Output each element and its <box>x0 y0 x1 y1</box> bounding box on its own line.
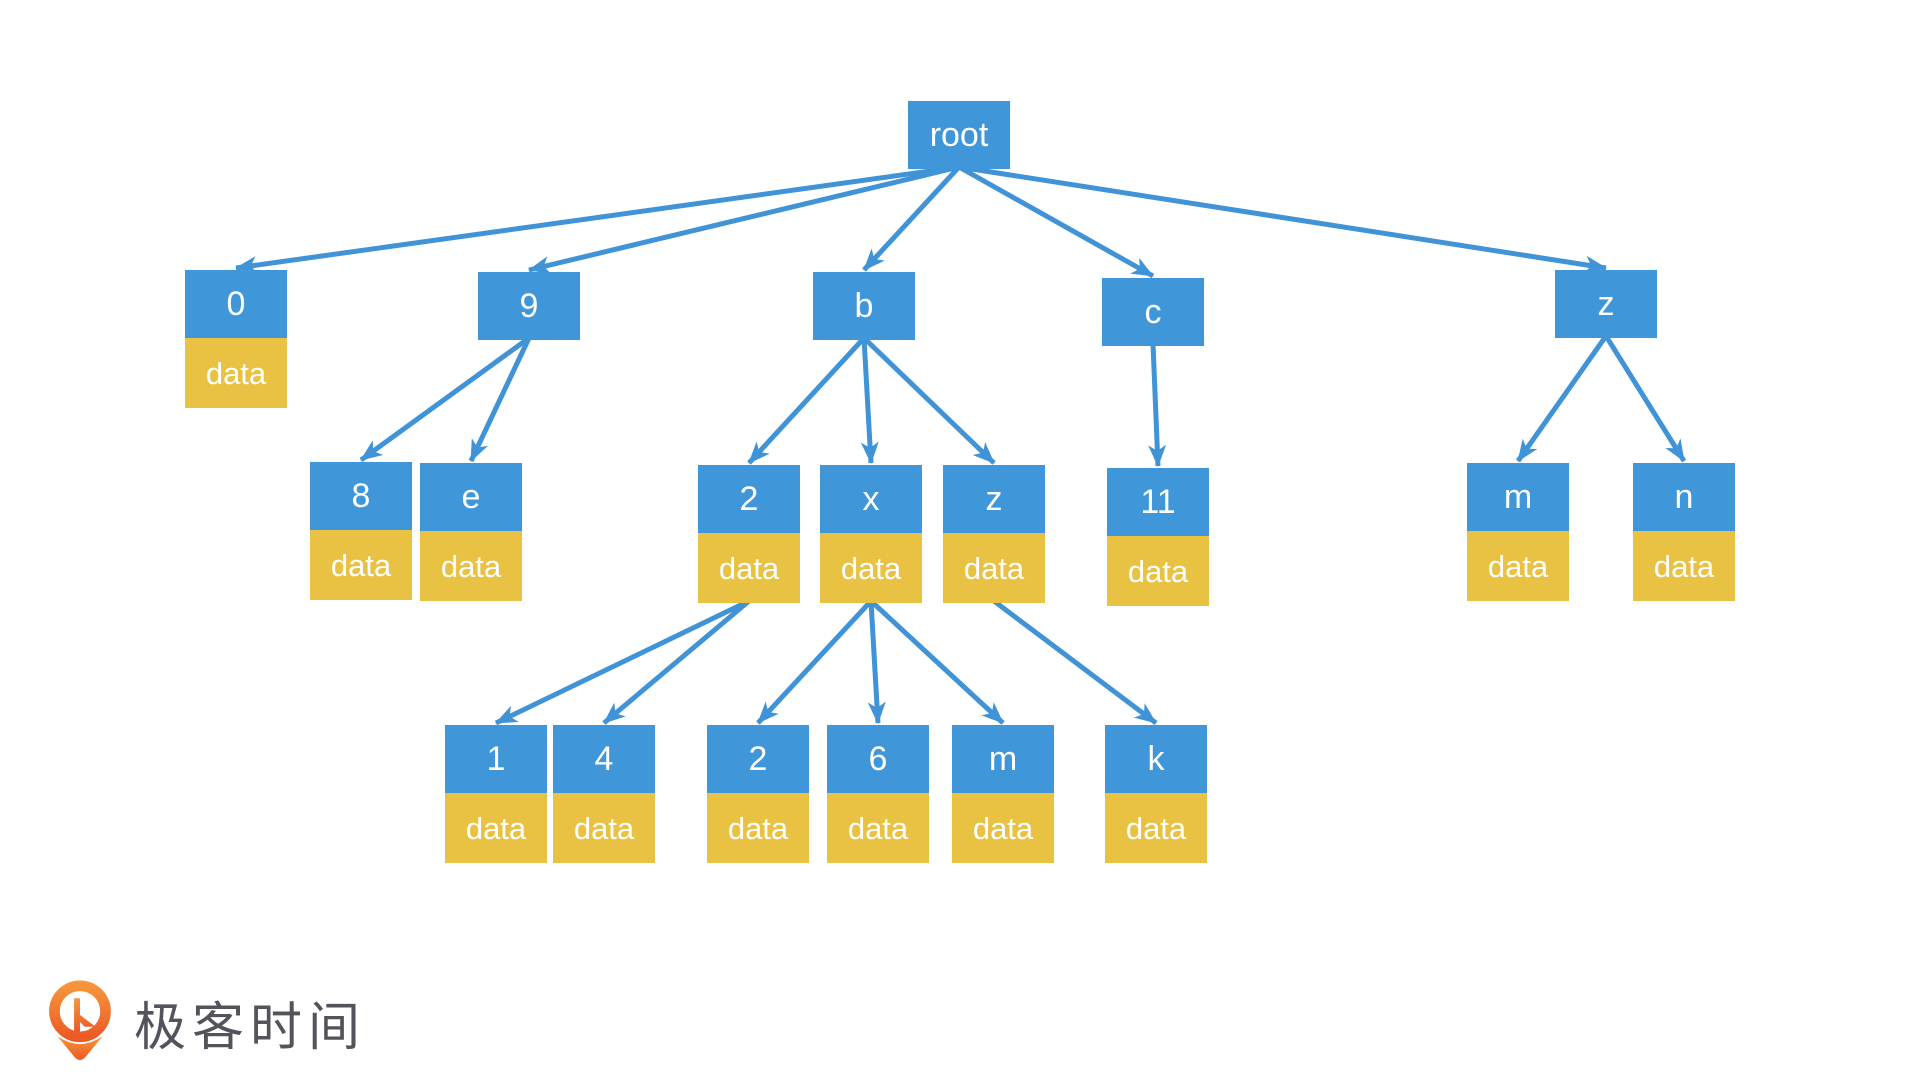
node-data-cell: data <box>553 793 655 863</box>
node-data-cell: data <box>185 338 287 408</box>
node-key-label: c <box>1102 278 1204 346</box>
edge-kza-kk <box>992 599 1158 725</box>
geektime-logo: 极客时间 <box>42 978 366 1066</box>
edge-kx-k6 <box>867 600 886 724</box>
node-key-label: m <box>952 725 1054 793</box>
node-key-label: 9 <box>478 272 580 340</box>
edge-kb-kx <box>860 337 879 464</box>
edge-kb-k2a <box>747 336 866 465</box>
edge-kz-kn1 <box>1603 334 1687 463</box>
edge-k9-k8 <box>359 335 531 463</box>
edge-kx-k2b <box>756 599 873 725</box>
tree-node-root: root <box>908 101 1010 169</box>
node-key-label: z <box>943 465 1045 533</box>
edge-kc-k11 <box>1148 343 1167 467</box>
edge-k2a-k1 <box>494 598 751 726</box>
edge-root-kc <box>957 164 1155 279</box>
node-key-label: k <box>1105 725 1207 793</box>
edge-k2a-k4 <box>602 599 751 725</box>
edge-k9-ke <box>468 336 532 463</box>
node-key-label: root <box>908 101 1010 169</box>
node-data-cell: data <box>445 793 547 863</box>
node-key-label: 8 <box>310 462 412 530</box>
tree-node-k9: 9 <box>478 272 580 340</box>
node-data-cell: data <box>707 793 809 863</box>
tree-node-kc: c <box>1102 278 1204 346</box>
node-data-cell: data <box>1105 793 1207 863</box>
node-data-cell: data <box>820 533 922 603</box>
geektime-logo-text: 极客时间 <box>134 998 367 1057</box>
node-key-label: 4 <box>553 725 655 793</box>
node-data-cell: data <box>827 793 929 863</box>
node-data-cell: data <box>310 530 412 600</box>
node-key-label: 1 <box>445 725 547 793</box>
node-data-cell: data <box>698 533 800 603</box>
tree-node-kz: z <box>1555 270 1657 338</box>
node-key-label: e <box>420 463 522 531</box>
node-key-label: 0 <box>185 270 287 338</box>
node-key-label: 2 <box>707 725 809 793</box>
node-data-cell: data <box>420 531 522 601</box>
node-key-label: 11 <box>1107 468 1209 536</box>
edge-kz-km1 <box>1515 334 1609 463</box>
node-key-label: z <box>1555 270 1657 338</box>
tree-node-kb: b <box>813 272 915 340</box>
node-key-label: m <box>1467 463 1569 531</box>
edge-root-k9 <box>528 164 960 274</box>
node-data-cell: data <box>1467 531 1569 601</box>
edge-root-kb <box>862 165 961 272</box>
node-data-cell: data <box>952 793 1054 863</box>
node-data-cell: data <box>1633 531 1735 601</box>
edge-kb-kza <box>862 336 996 465</box>
node-key-label: n <box>1633 463 1735 531</box>
edge-kx-km2 <box>869 599 1005 725</box>
edge-root-kz <box>958 164 1607 274</box>
node-key-label: x <box>820 465 922 533</box>
node-key-label: 6 <box>827 725 929 793</box>
node-key-label: 2 <box>698 465 800 533</box>
node-data-cell: data <box>943 533 1045 603</box>
node-key-label: b <box>813 272 915 340</box>
geektime-pin-icon <box>49 980 111 1060</box>
edge-root-k0 <box>235 164 960 275</box>
node-data-cell: data <box>1107 536 1209 606</box>
